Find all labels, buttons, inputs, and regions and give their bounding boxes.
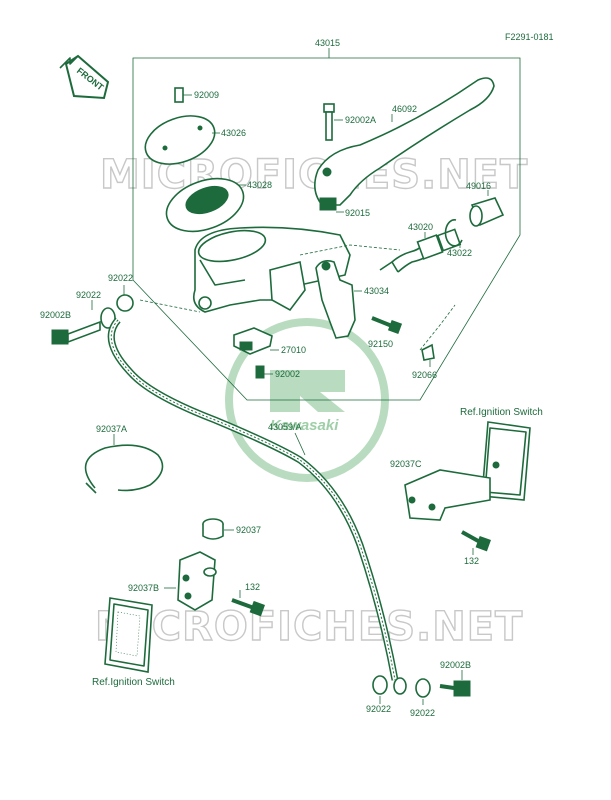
bolt-132-right (461, 530, 491, 552)
label-92002: 92002 (275, 369, 300, 379)
ignition-switch-right (481, 421, 531, 501)
label-92037B: 92037B (128, 583, 159, 593)
label-43059A: 43059/A (268, 422, 302, 432)
bracket-92037B (177, 551, 217, 611)
label-92002B-right: 92002B (440, 660, 471, 670)
grommet-92037 (202, 518, 224, 540)
pivot-bolt-92002A (323, 103, 335, 141)
label-92009: 92009 (194, 90, 219, 100)
ref-ignition-switch-top: Ref.Ignition Switch (460, 407, 543, 418)
brake-hose-43059A (107, 317, 407, 695)
banjo-fitting-upper (51, 294, 134, 345)
label-27010: 27010 (281, 345, 306, 355)
label-92037C: 92037C (390, 459, 422, 469)
logo-text: Kawasaki (270, 417, 339, 434)
label-43020: 43020 (408, 222, 433, 232)
label-43034: 43034 (364, 286, 389, 296)
label-92022-b: 92022 (76, 290, 101, 300)
reservoir-cap-43026 (144, 115, 216, 165)
screw-92002 (255, 365, 265, 379)
label-43028: 43028 (247, 180, 272, 190)
washer-92022-bottom-left (372, 675, 388, 695)
label-132-right: 132 (464, 556, 479, 566)
label-92015: 92015 (345, 208, 370, 218)
piston-kit-43020 (379, 228, 462, 273)
label-132-left: 132 (245, 582, 260, 592)
label-92022-a: 92022 (108, 273, 133, 283)
bolt-132-left (231, 598, 265, 617)
clamp-ring-92037A (84, 444, 164, 494)
label-92002A: 92002A (345, 115, 376, 125)
label-92002B-left: 92002B (40, 310, 71, 320)
washer-92022-bottom-right (415, 678, 431, 698)
brake-switch-27010 (233, 327, 273, 355)
label-46092: 46092 (392, 104, 417, 114)
bolt-92002B-right (439, 680, 471, 697)
cap-92066 (421, 343, 435, 361)
bracket-92037C (404, 461, 500, 521)
label-92037: 92037 (236, 525, 261, 535)
label-43026: 43026 (221, 128, 246, 138)
brake-lever-46092 (314, 77, 495, 211)
watermark-bottom: MICROFICHES.NET (95, 604, 523, 650)
ref-code: F2291-0181 (505, 32, 554, 42)
dust-boot-49016 (469, 197, 505, 227)
label-92022-bottom-right: 92022 (410, 708, 435, 718)
ref-ignition-switch-bottom: Ref.Ignition Switch (92, 677, 175, 688)
assembly-boundary (132, 57, 521, 401)
label-92022-bottom-left: 92022 (366, 704, 391, 714)
clamp-43034 (315, 260, 356, 339)
bolt-92150 (371, 316, 403, 335)
label-49016: 49016 (466, 181, 491, 191)
screw-92009 (174, 87, 192, 103)
label-43015: 43015 (315, 38, 340, 48)
label-92150: 92150 (368, 339, 393, 349)
ignition-switch-left (104, 597, 153, 673)
circlip-43022 (444, 219, 463, 247)
label-92066: 92066 (412, 370, 437, 380)
label-92037A: 92037A (96, 424, 127, 434)
diaphragm-43028 (165, 177, 245, 233)
master-cylinder-body (192, 226, 351, 313)
front-arrow-icon: FRONT (59, 54, 110, 100)
label-43022: 43022 (447, 248, 472, 258)
